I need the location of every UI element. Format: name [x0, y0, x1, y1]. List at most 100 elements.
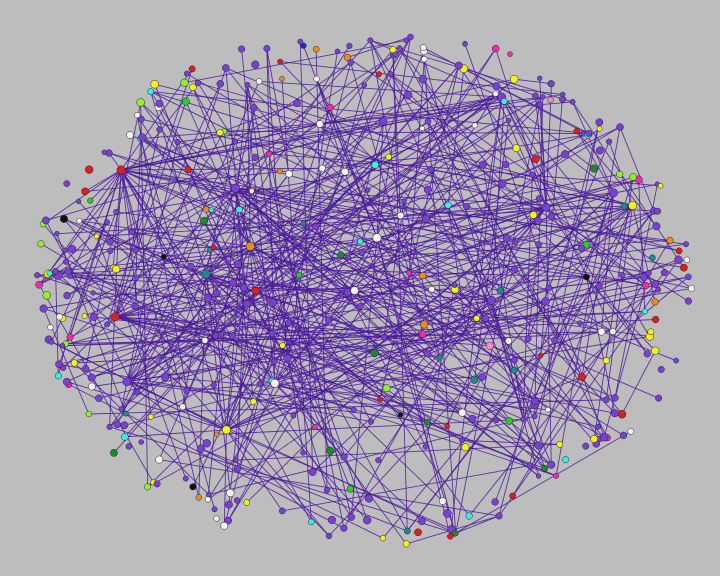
graph-edge	[225, 107, 255, 430]
graph-node-orange	[343, 53, 352, 62]
graph-node-purple	[212, 289, 221, 297]
graph-node-yellow	[279, 342, 286, 349]
graph-edge	[619, 126, 655, 212]
graph-edge	[42, 223, 227, 431]
graph-node-white	[350, 286, 359, 295]
graph-node-purple	[104, 321, 111, 328]
graph-edge	[282, 345, 328, 491]
graph-edge	[540, 94, 564, 356]
graph-edge	[603, 285, 647, 438]
graph-edge	[116, 241, 361, 270]
graph-node-purple	[133, 389, 140, 396]
graph-node-white	[155, 455, 164, 464]
graph-edge	[329, 107, 378, 238]
graph-node-purple	[174, 138, 181, 146]
graph-node-green	[346, 485, 354, 493]
graph-edge	[535, 95, 547, 208]
graph-node-purple	[403, 37, 410, 44]
graph-edge	[45, 220, 138, 393]
graph-node-purple	[537, 75, 543, 81]
graph-node-purple	[334, 48, 341, 55]
graph-node-white	[396, 211, 405, 220]
graph-node-purple	[462, 40, 468, 47]
graph-node-white	[683, 256, 691, 263]
graph-node-red	[85, 165, 94, 174]
graph-node-yellow	[81, 313, 88, 319]
graph-node-purple	[569, 99, 576, 105]
graph-edge	[121, 169, 646, 287]
graph-edge	[205, 273, 444, 502]
graph-node-cyan	[308, 518, 315, 526]
graph-node-red	[577, 373, 587, 382]
graph-edge	[545, 176, 634, 208]
graph-node-purple	[125, 443, 133, 450]
graph-node-cyan	[147, 88, 155, 96]
graph-edge	[340, 206, 547, 256]
graph-node-yellow	[250, 398, 257, 405]
graph-node-yellow	[590, 435, 599, 443]
graph-node-purple	[479, 160, 487, 169]
graph-node-purple	[616, 123, 624, 131]
graph-node-red	[444, 423, 450, 429]
graph-node-dark-green	[200, 216, 209, 226]
graph-node-purple	[423, 349, 432, 358]
graph-edge	[501, 96, 659, 291]
graph-node-yellow	[389, 46, 397, 54]
graph-node-white	[492, 90, 499, 97]
graph-node-cyan	[500, 98, 508, 105]
graph-node-yellow	[379, 535, 387, 542]
graph-node-purple	[39, 304, 48, 313]
graph-edge	[45, 120, 384, 221]
graph-node-orange	[276, 168, 283, 175]
graph-node-purple	[358, 249, 366, 257]
graph-node-green	[87, 197, 94, 204]
graph-edge	[79, 220, 251, 247]
graph-node-red	[251, 286, 260, 296]
graph-edge	[55, 271, 188, 392]
graph-node-purple	[228, 332, 237, 340]
graph-node-black	[583, 273, 590, 281]
graph-node-purple	[639, 273, 648, 282]
graph-node-purple	[270, 358, 278, 365]
graph-node-purple	[417, 517, 426, 525]
graph-node-purple	[206, 491, 212, 498]
graph-node-purple	[418, 74, 428, 84]
graph-node-purple	[492, 82, 501, 91]
graph-edge	[159, 459, 500, 517]
graph-edge	[89, 169, 122, 202]
graph-node-purple	[48, 338, 55, 345]
graph-node-white	[421, 55, 428, 63]
graph-node-red	[617, 409, 627, 419]
graph-node-purple	[244, 81, 251, 88]
graph-node-purple	[216, 80, 225, 88]
graph-edge	[274, 376, 483, 384]
graph-node-purple	[153, 480, 161, 488]
graph-node-yellow	[147, 413, 154, 420]
graph-node-purple	[387, 71, 394, 78]
graph-edge	[84, 169, 122, 192]
graph-node-red	[651, 315, 660, 324]
graph-edge	[501, 96, 595, 169]
graph-edge	[106, 68, 193, 325]
graph-edge	[454, 515, 500, 534]
graph-node-yellow	[461, 443, 470, 452]
graph-edge	[529, 122, 600, 466]
graph-edge	[376, 179, 639, 239]
graph-edge	[581, 205, 633, 249]
graph-node-purple	[619, 272, 626, 279]
graph-node-purple	[232, 457, 239, 464]
graph-node-purple	[443, 509, 452, 518]
graph-edge	[513, 289, 659, 371]
graph-node-yellow	[93, 233, 100, 240]
graph-node-orange	[195, 494, 202, 501]
graph-node-purple	[535, 195, 543, 203]
graph-node-magenta	[66, 333, 74, 341]
graph-node-purple	[283, 353, 292, 363]
graph-node-purple	[211, 506, 218, 513]
graph-node-red	[116, 165, 126, 175]
graph-node-purple	[407, 33, 414, 41]
graph-node-purple	[350, 406, 357, 414]
graph-edge	[340, 254, 441, 358]
graph-node-purple	[602, 396, 610, 404]
